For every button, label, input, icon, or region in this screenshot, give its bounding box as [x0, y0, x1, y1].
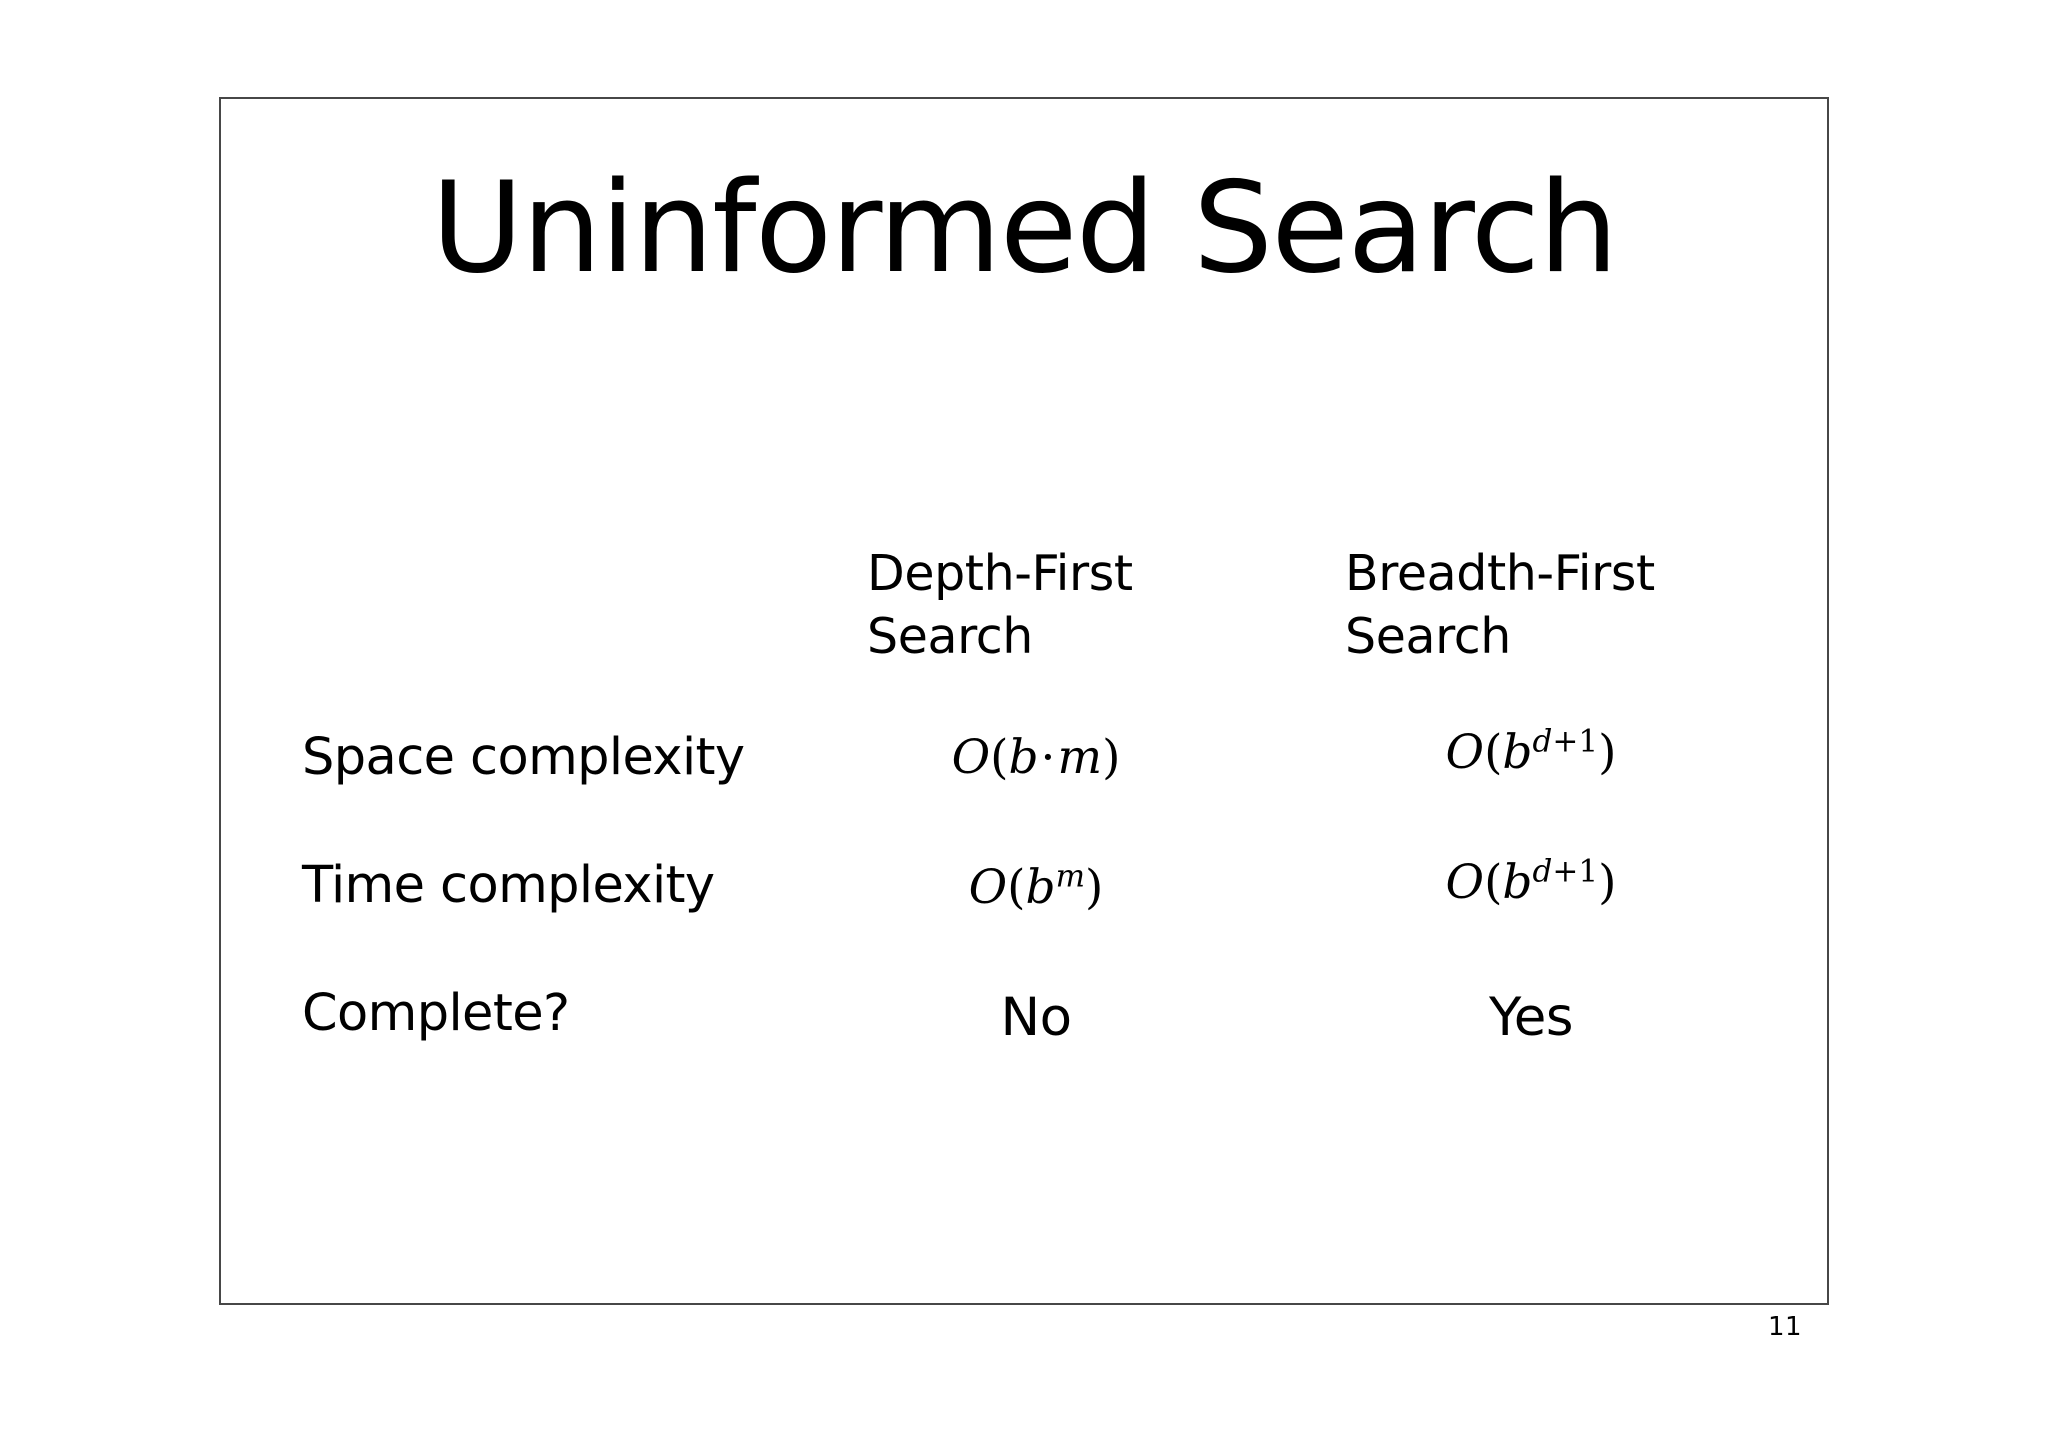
math-close-paren: ) — [1102, 730, 1121, 785]
math-big-o: O — [951, 730, 991, 785]
comparison-table: Depth-First Search Breadth-First Search … — [221, 99, 1827, 1303]
column-header-dfs-line2: Search — [867, 607, 1033, 665]
math-max-depth: m — [1057, 730, 1103, 785]
math-open-paren: ( — [1007, 860, 1026, 915]
column-header-depth-first-search: Depth-First Search — [867, 543, 1227, 668]
cell-space-complexity-bfs: O(bd+1) — [1331, 726, 1731, 776]
math-exponent-m: m — [1056, 858, 1085, 894]
math-open-paren: ( — [990, 730, 1009, 785]
column-header-bfs-line2: Search — [1345, 607, 1511, 665]
row-label-time-complexity: Time complexity — [302, 856, 715, 915]
row-label-space-complexity: Space complexity — [302, 728, 745, 787]
math-open-paren: ( — [1484, 725, 1503, 780]
math-open-paren: ( — [1484, 855, 1503, 910]
math-solution-depth: d — [1532, 723, 1553, 760]
math-close-paren: ) — [1598, 855, 1617, 910]
math-max-depth: m — [1055, 858, 1086, 895]
cell-space-complexity-dfs: O(b·m) — [841, 734, 1231, 781]
math-branching-factor: b — [1008, 730, 1039, 785]
column-header-breadth-first-search: Breadth-First Search — [1345, 543, 1745, 668]
math-exponent-d-plus-1: d+1 — [1533, 853, 1599, 889]
math-times-dot: · — [1040, 730, 1056, 785]
math-plus: + — [1552, 723, 1579, 760]
row-label-complete: Complete? — [302, 984, 570, 1043]
slide-frame: Uninformed Search Depth-First Search Bre… — [219, 97, 1829, 1305]
math-plus: + — [1552, 853, 1579, 890]
math-branching-factor: b — [1502, 725, 1533, 780]
column-header-bfs-line1: Breadth-First — [1345, 545, 1655, 602]
math-big-o: O — [1445, 855, 1485, 910]
page-title: Uninformed Search — [431, 154, 1618, 301]
cell-time-complexity-dfs: O(bm) — [841, 861, 1231, 911]
column-header-dfs-line1: Depth-First — [867, 545, 1133, 602]
math-solution-depth: d — [1532, 853, 1553, 890]
math-exponent-d-plus-1: d+1 — [1533, 723, 1599, 759]
math-close-paren: ) — [1598, 725, 1617, 780]
cell-time-complexity-bfs: O(bd+1) — [1331, 856, 1731, 906]
math-big-o: O — [1445, 725, 1485, 780]
page-number: 11 — [1768, 1312, 1803, 1342]
cell-complete-bfs: Yes — [1488, 987, 1574, 1048]
cell-complete-dfs: No — [1000, 987, 1072, 1048]
math-one: 1 — [1578, 853, 1599, 890]
math-big-o: O — [968, 860, 1008, 915]
math-one: 1 — [1578, 723, 1599, 760]
math-branching-factor: b — [1502, 855, 1533, 910]
math-close-paren: ) — [1085, 860, 1104, 915]
math-branching-factor: b — [1025, 860, 1056, 915]
